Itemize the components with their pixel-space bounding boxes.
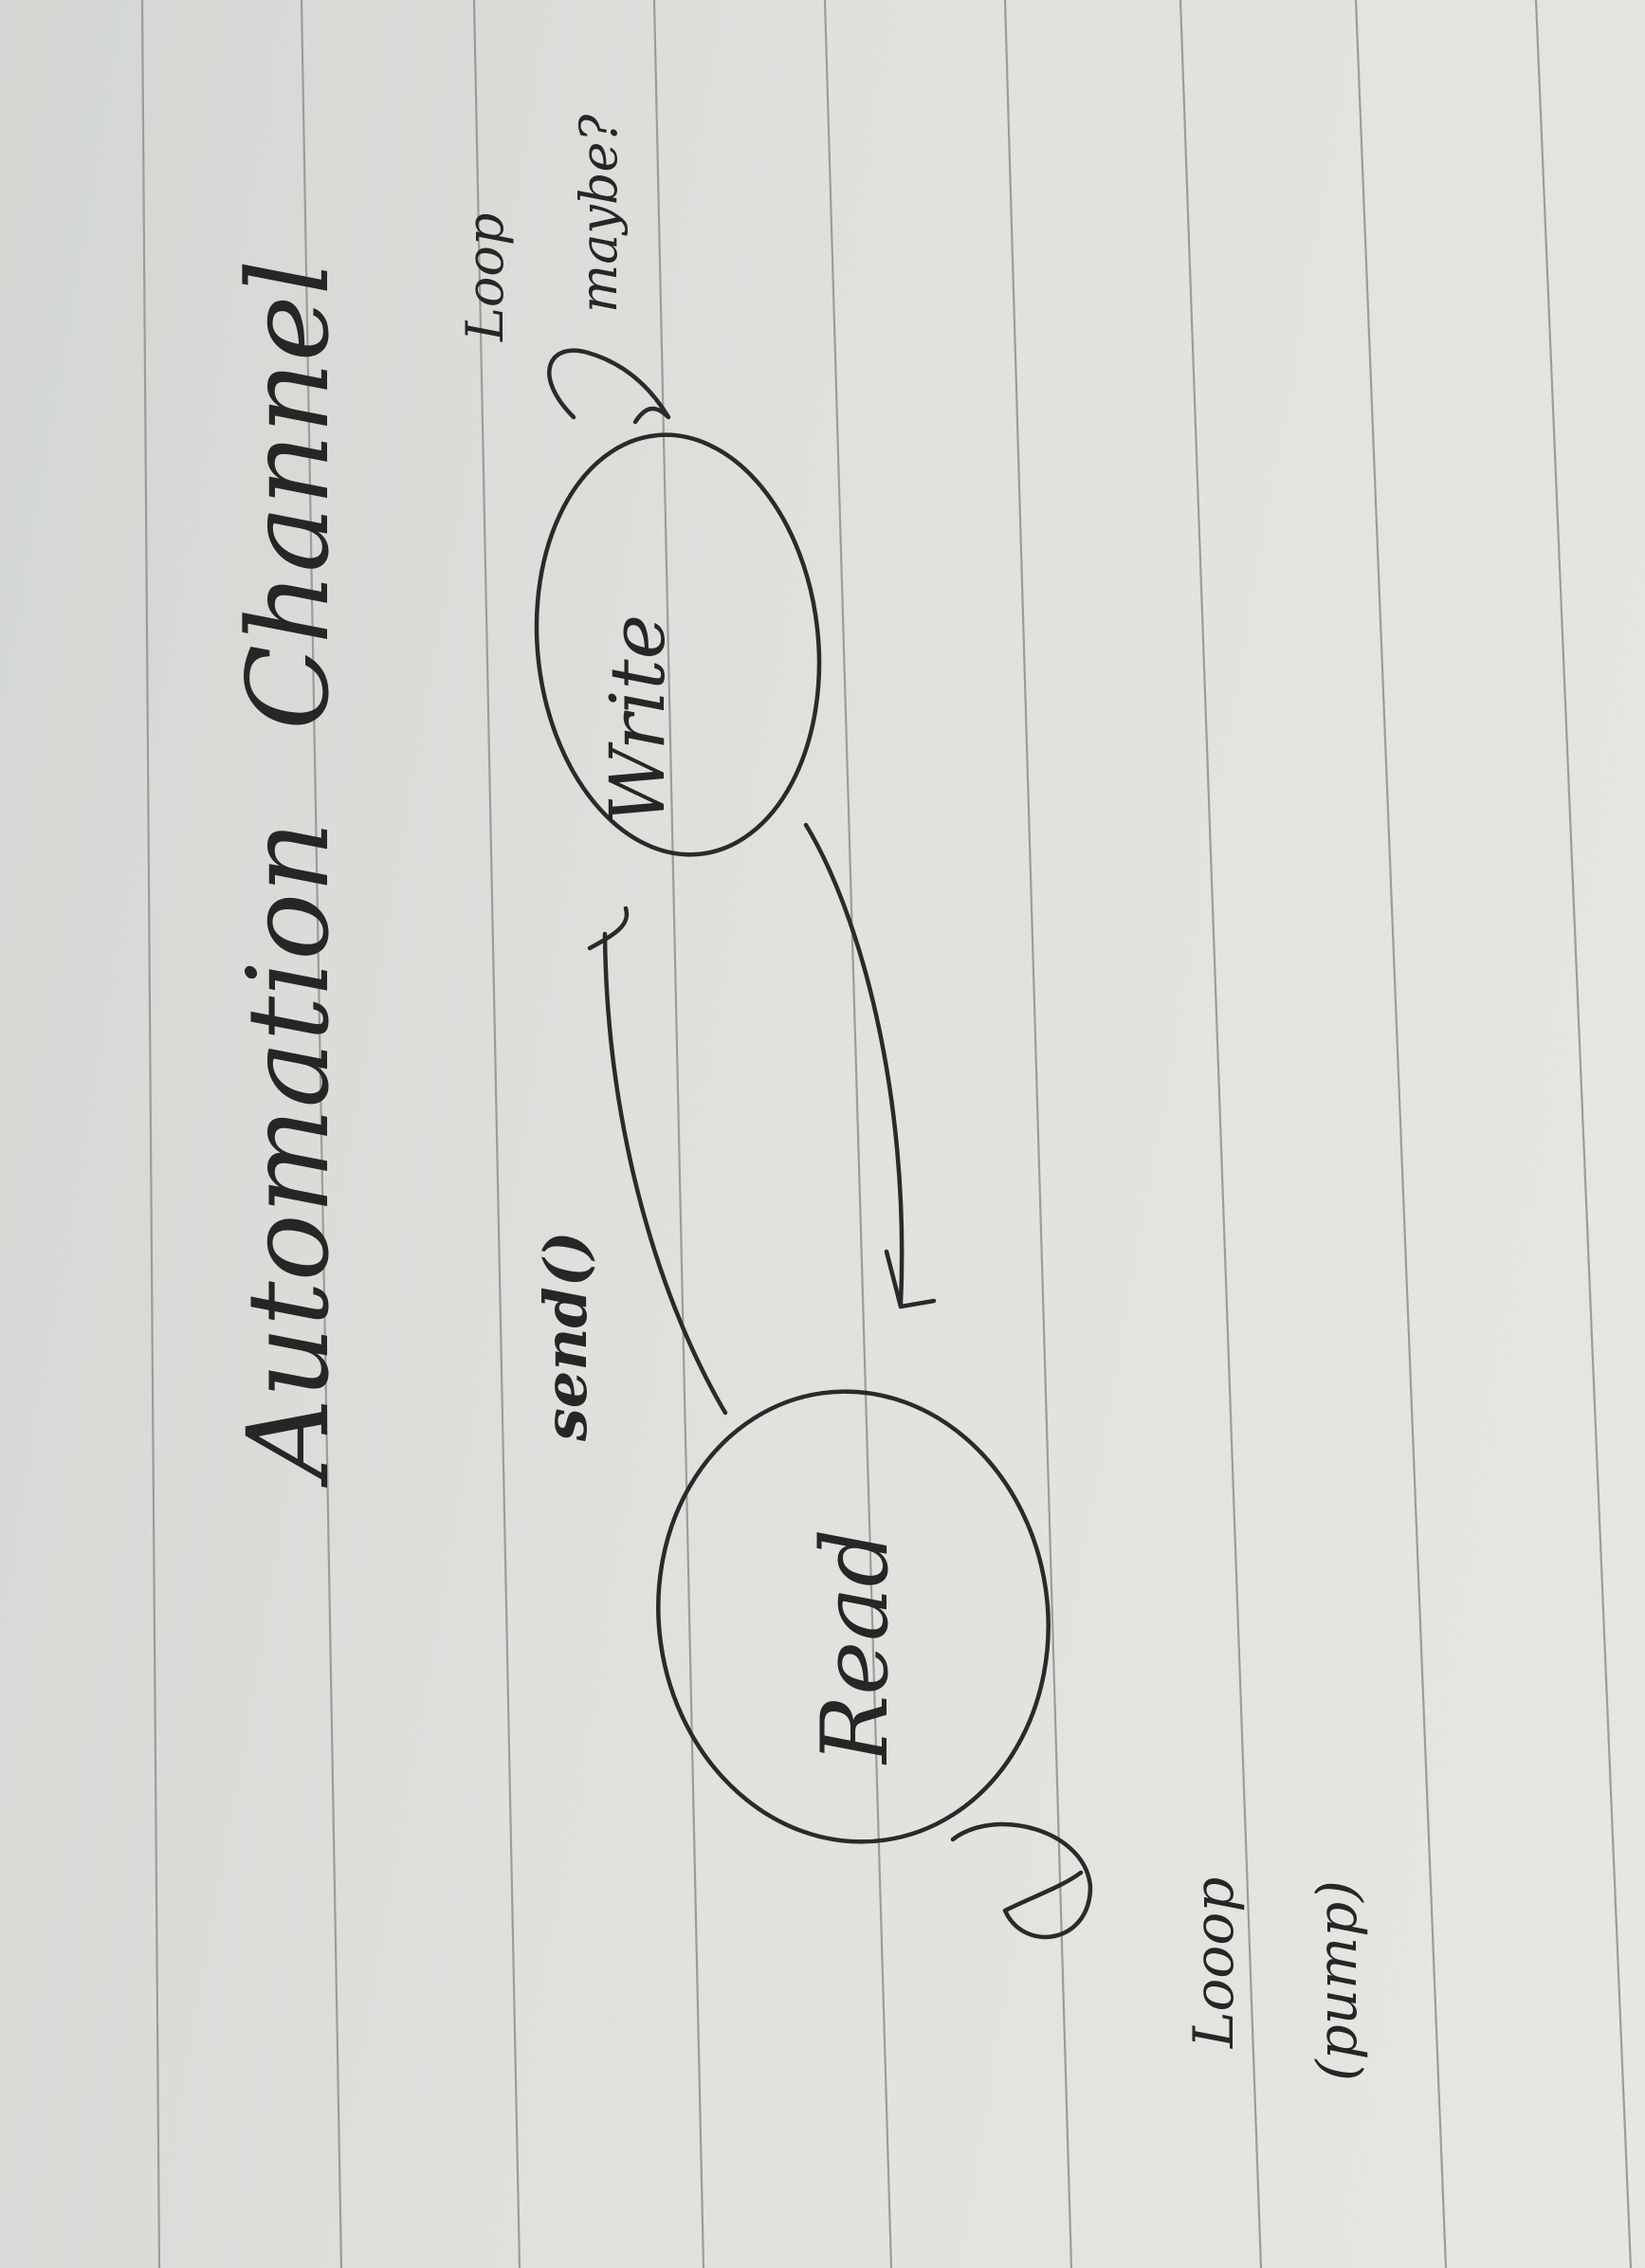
read-loop-label-1: Looop (1181, 1877, 1246, 2049)
node-write-label: Write (594, 614, 682, 825)
ruled-lines (140, 0, 1633, 2268)
edge-read-self-loop: Looop (pump) (950, 1821, 1369, 2081)
node-write-circle (534, 432, 822, 857)
edge-return-line (803, 822, 905, 1307)
node-write: Write (534, 432, 822, 857)
edge-send-label: send() (531, 1232, 600, 1442)
edge-write-self-loop: Loop maybe? (455, 114, 671, 425)
write-loop-arrow (547, 348, 671, 425)
edge-return-arrowhead (884, 1249, 937, 1309)
edge-read-to-write: send() (531, 905, 728, 1442)
node-read-circle (656, 1389, 1051, 1844)
write-loop-label-1: Loop (455, 213, 515, 342)
read-loop-arrow (950, 1821, 1093, 1940)
edge-write-to-read (803, 822, 937, 1309)
read-loop-label-2: (pump) (1305, 1880, 1369, 2081)
node-read-label: Read (802, 1528, 908, 1765)
node-read: Read (656, 1389, 1051, 1844)
edge-send-arrowhead (587, 905, 630, 951)
title: Automation Channel (223, 260, 354, 1488)
edge-send-line (602, 931, 728, 1416)
write-loop-label-2: maybe? (569, 114, 629, 313)
title-word-channel: Channel (223, 260, 354, 730)
title-word-automation: Automation (223, 821, 354, 1488)
